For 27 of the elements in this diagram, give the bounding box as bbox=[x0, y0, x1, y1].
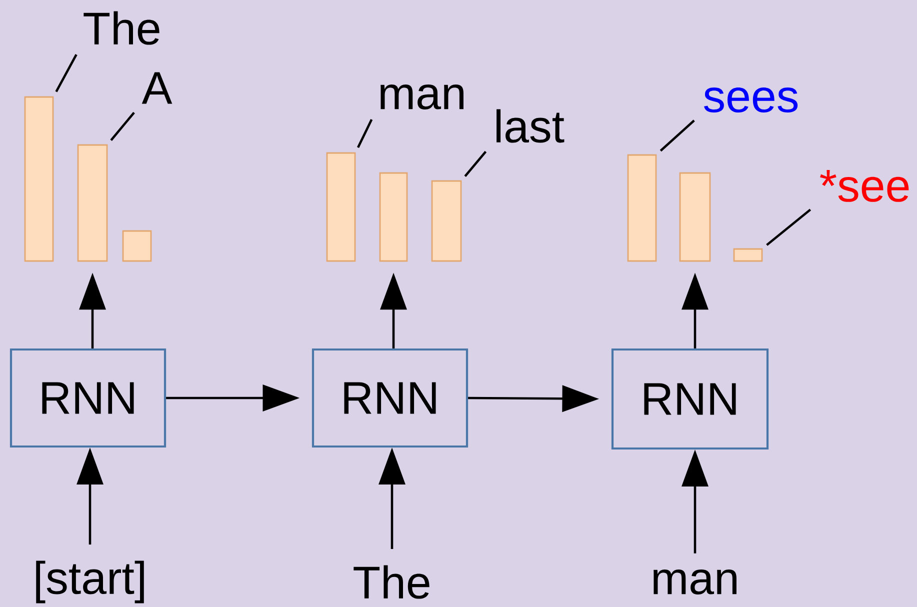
rnn-box: RNN bbox=[10, 348, 166, 448]
leader-line bbox=[55, 54, 78, 92]
word-label: man bbox=[654, 569, 736, 594]
word-label: man bbox=[380, 84, 464, 110]
word-label: A bbox=[142, 72, 172, 104]
rnn-box: RNN bbox=[312, 348, 468, 448]
probability-bar bbox=[627, 154, 657, 262]
leader-line bbox=[464, 150, 487, 177]
leader-line bbox=[660, 120, 695, 152]
leader-line bbox=[110, 112, 135, 141]
word-label: The bbox=[84, 11, 160, 45]
probability-bar bbox=[733, 248, 763, 262]
probability-bar bbox=[122, 230, 152, 262]
leader-line bbox=[766, 208, 812, 246]
word-label: [start] bbox=[36, 560, 144, 604]
word-label: *see bbox=[820, 170, 909, 202]
probability-bar bbox=[679, 172, 711, 262]
word-label: The bbox=[354, 565, 430, 599]
leader-line bbox=[356, 119, 373, 148]
word-label: sees bbox=[704, 87, 798, 112]
rnn-box: RNN bbox=[611, 348, 769, 450]
word-label: last bbox=[496, 109, 564, 143]
probability-bar bbox=[379, 172, 408, 262]
probability-bar bbox=[77, 144, 108, 262]
probability-bar bbox=[326, 152, 356, 262]
probability-bar bbox=[24, 96, 54, 262]
probability-bar bbox=[431, 180, 462, 262]
